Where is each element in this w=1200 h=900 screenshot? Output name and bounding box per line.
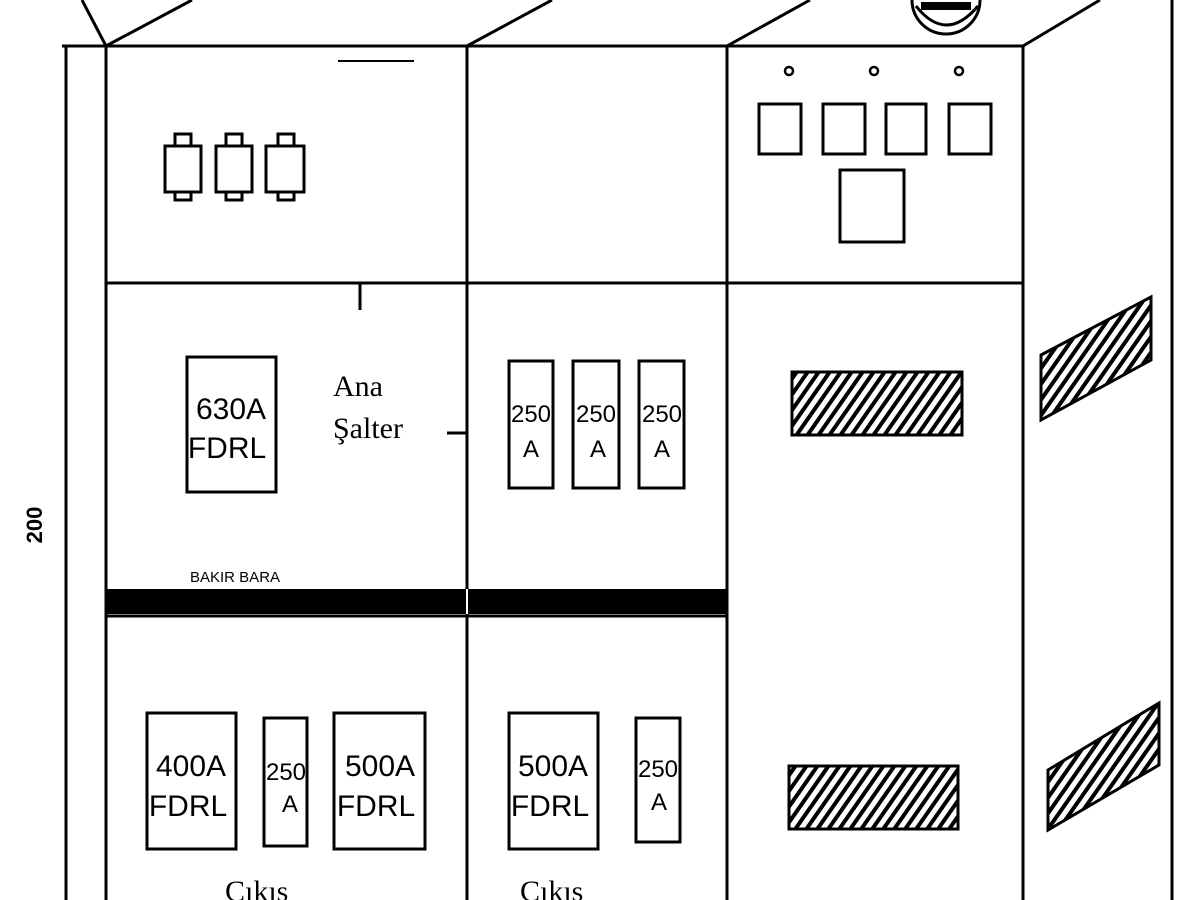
output-label-left: Çıkış	[225, 875, 288, 900]
copper-bar	[106, 589, 727, 614]
middle-breaker-unit: A	[590, 436, 606, 463]
fuse-group	[163, 132, 306, 202]
side-vent-grille	[1046, 700, 1161, 833]
middle-breaker-1: 250 A	[507, 359, 555, 490]
fuse-icon	[163, 132, 203, 202]
output-breaker-250a-middle: 250 A	[634, 716, 682, 844]
vent-grille	[787, 764, 960, 831]
middle-breaker-rating: 250	[576, 401, 616, 428]
main-switch-label-line1: Ana	[333, 370, 383, 403]
meter-box	[947, 102, 993, 156]
middle-breaker-2: 250 A	[571, 359, 621, 490]
middle-breaker-rating: 250	[642, 401, 682, 428]
middle-breaker-3: 250 A	[637, 359, 686, 490]
meter-box-large	[838, 168, 906, 244]
fuse-icon	[214, 132, 254, 202]
breaker-line1: 500A	[345, 750, 415, 783]
output-breaker-500a-middle: 500A FDRL	[507, 711, 600, 851]
main-switch-breaker: 630A FDRL	[185, 355, 278, 494]
indicator-lamps	[783, 65, 965, 77]
side-vent-grille	[1039, 294, 1153, 423]
breaker-line1: 400A	[156, 750, 226, 783]
meter-box	[884, 102, 928, 156]
middle-breaker-unit: A	[654, 436, 670, 463]
main-switch-label-line2: Şalter	[333, 412, 403, 445]
breaker-line2: FDRL	[149, 790, 227, 823]
breaker-line2: FDRL	[511, 790, 589, 823]
height-dimension-label: 200	[22, 507, 47, 544]
lamp-icon	[868, 65, 880, 77]
breaker-line2: A	[282, 791, 298, 818]
main-switch-rating: 630A	[196, 393, 266, 426]
output-breaker-250a: 250 A	[262, 716, 309, 848]
meter-gauge	[910, 0, 982, 36]
output-label-middle: Çıkış	[520, 875, 583, 900]
vent-grilles	[787, 294, 1161, 833]
breaker-line1: 500A	[518, 750, 588, 783]
breaker-line2: A	[651, 789, 667, 816]
main-switch-type: FDRL	[188, 432, 266, 465]
meter-box	[821, 102, 867, 156]
output-breaker-500a: 500A FDRL	[332, 711, 427, 851]
breaker-line1: 250	[266, 759, 306, 786]
cabinet-frame	[62, 0, 1174, 900]
lamp-icon	[953, 65, 965, 77]
breaker-line2: FDRL	[337, 790, 415, 823]
output-breaker-400a: 400A FDRL	[145, 711, 238, 851]
middle-breaker-rating: 250	[511, 401, 551, 428]
meter-box	[757, 102, 803, 156]
lamp-icon	[783, 65, 795, 77]
copper-bar-label: BAKIR BARA	[190, 569, 280, 586]
vent-grille	[790, 370, 964, 437]
breaker-line1: 250	[638, 756, 678, 783]
meter-panel	[757, 102, 993, 244]
fuse-icon	[264, 132, 306, 202]
middle-breaker-unit: A	[523, 436, 539, 463]
